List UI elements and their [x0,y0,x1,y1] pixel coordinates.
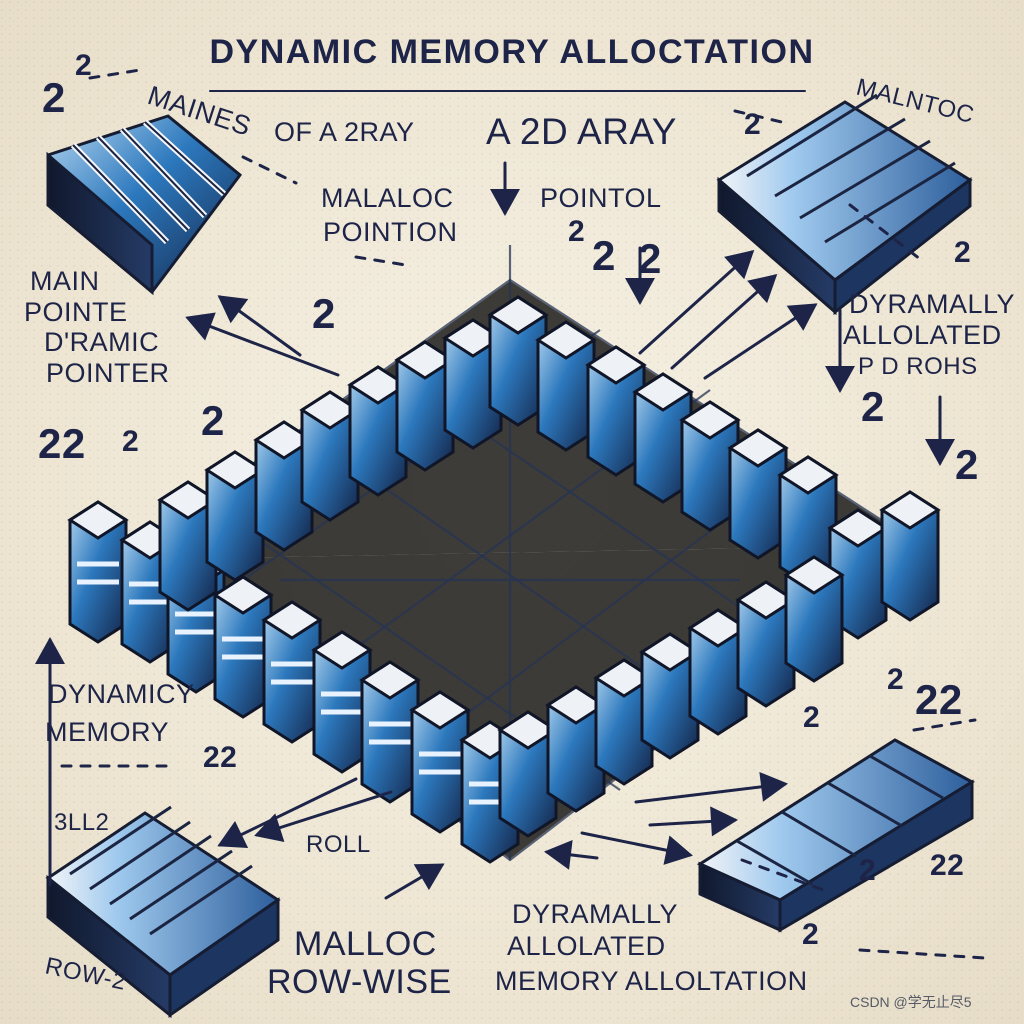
number-marks: 2 2 2 2 2 2 2 2 2 22 22 22 2 2 2 2 2 2 2… [38,49,979,951]
subtitle-right: A 2D ARAY [486,111,677,152]
number-n19: 22 [930,849,964,882]
subtitle-left: OF A 2RAY [274,117,415,147]
label-left-3: D'RAMIC [44,327,159,357]
number-n5: 2 [312,290,336,337]
number-n3: 2 [592,232,616,279]
label-tiny-left: 3LL2 [54,809,109,836]
label-right-3: P D ROHS [858,353,978,380]
top-left-memory-block [46,114,243,296]
annotation-labels: MAINES MALNTOC MALALOC POINTION POINTOL … [24,74,1015,1001]
number-n10: 22 [38,420,86,467]
number-n20: 2 [122,425,139,458]
connector-arrows [35,68,987,960]
label-center-right: POINTOL [540,183,662,213]
label-left-bottom-1: DYNAMICY [48,679,195,709]
label-bottom-center-right-3: MEMORY ALLOLTATION [495,966,808,996]
label-bottom-center-right-1: DYRAMALLY [512,899,678,929]
number-n4: 2 [638,235,662,282]
bottom-left-memory-block [45,805,281,1019]
label-left-bottom-2: MEMORY [45,717,169,747]
number-n18: 2 [802,918,819,951]
center-memory-cube-grid [67,295,941,864]
number-n2: 2 [75,49,92,82]
number-n1: 2 [42,74,66,121]
label-bottom-center-left: MALLOC [294,925,437,963]
label-left-4: POINTER [46,358,170,388]
number-n9: 2 [954,236,971,269]
label-left-2: POINTE [24,297,128,327]
number-n13: 2 [861,383,885,430]
bottom-right-memory-block [696,738,975,933]
number-n17: 2 [859,854,876,887]
label-center-left-1: MALALOC [321,183,454,213]
number-n7: 2 [744,108,761,141]
label-bottom-center-left-2: ROW-WISE [267,963,452,1001]
number-n15: 2 [803,701,820,734]
number-n12: 22 [915,676,963,723]
label-bottom-center-right-2: ALLOLATED [507,931,666,961]
number-n11: 22 [203,741,237,774]
watermark-text: CSDN @学无止尽5 [850,994,972,1010]
label-center-left-2: POINTION [323,217,458,247]
label-right-2: ALLOLATED [843,320,1002,350]
label-right-1: DYRAMALLY [849,289,1015,319]
label-bottom-left-small: ROLL [306,831,371,858]
diagram-title: DYNAMIC MEMORY ALLOCTATION [210,33,815,71]
number-n14: 2 [955,441,979,488]
number-n8: 2 [201,397,225,444]
number-n16: 2 [887,663,904,696]
number-n6: 2 [568,215,585,248]
label-left-1: MAIN [30,266,100,296]
